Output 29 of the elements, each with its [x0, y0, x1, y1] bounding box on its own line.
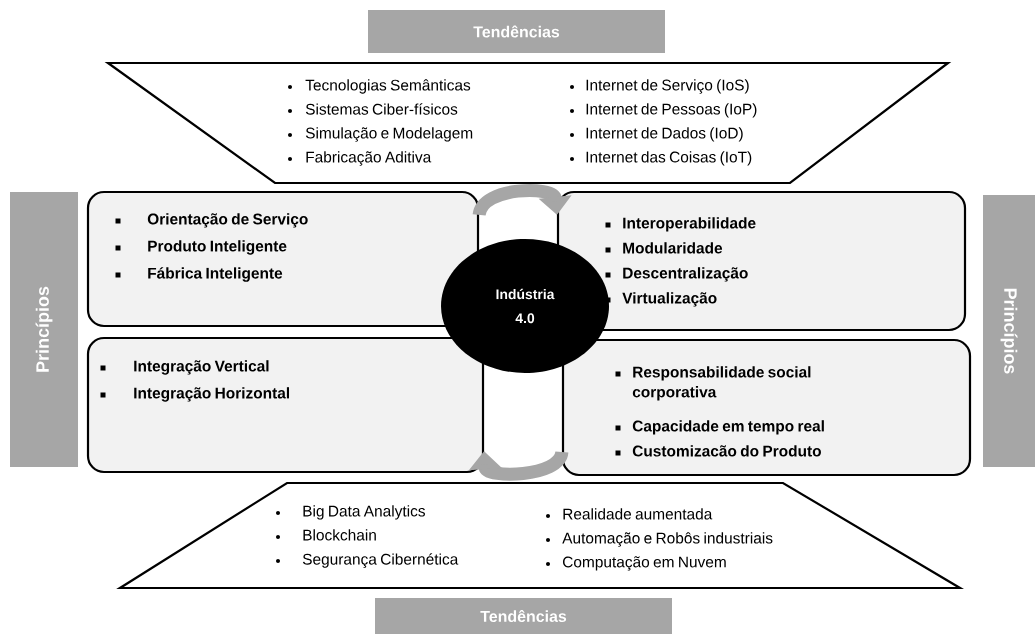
bullet-item: Segurança Cibernética: [276, 553, 459, 568]
curved-arrow: [472, 184, 572, 217]
bullet-item: Internet de Dados (IoD): [570, 127, 743, 142]
bullet-item: Fábrica Inteligente: [115, 267, 283, 282]
bullet-item: Tecnologias Semânticas: [288, 79, 471, 94]
bullet-item: Internet de Serviço (IoS): [570, 79, 749, 94]
bullet-item: Capacidade em tempo real: [615, 420, 824, 435]
bullet-item: Interoperabilidade: [605, 217, 756, 232]
bullet-item: Responsabilidade social corporativa: [615, 366, 811, 401]
bullet-item: Integração Vertical: [100, 360, 269, 375]
heading-banner: Tendências: [375, 598, 672, 634]
bullet-item: Internet das Coisas (IoT): [570, 151, 752, 166]
bullet-item: Simulação e Modelagem: [288, 127, 473, 142]
bullet-item: Integração Horizontal: [100, 387, 289, 402]
bullet-item: Blockchain: [276, 529, 376, 541]
bullet-item: Big Data Analytics: [276, 505, 425, 520]
bullet-item: Realidade aumentada: [546, 508, 713, 520]
side-banner: Princípios: [983, 195, 1035, 467]
bullet-item: Automação e Robôs industriais: [546, 532, 773, 547]
side-banner: Princípios: [10, 192, 78, 467]
bullet-item: Internet de Pessoas (IoP): [570, 103, 757, 118]
bullet-item: Customizacão do Produto: [615, 445, 821, 457]
bullet-item: Orientação de Serviço: [115, 213, 308, 228]
bullet-item: Produto Inteligente: [115, 240, 287, 255]
heading-banner: Tendências: [368, 10, 665, 53]
bullet-item: Fabricação Aditiva: [288, 151, 432, 166]
bullet-item: Sistemas Ciber-físicos: [288, 103, 458, 115]
curved-arrow: [468, 450, 569, 481]
bullet-item: Computação em Nuvem: [546, 556, 726, 571]
